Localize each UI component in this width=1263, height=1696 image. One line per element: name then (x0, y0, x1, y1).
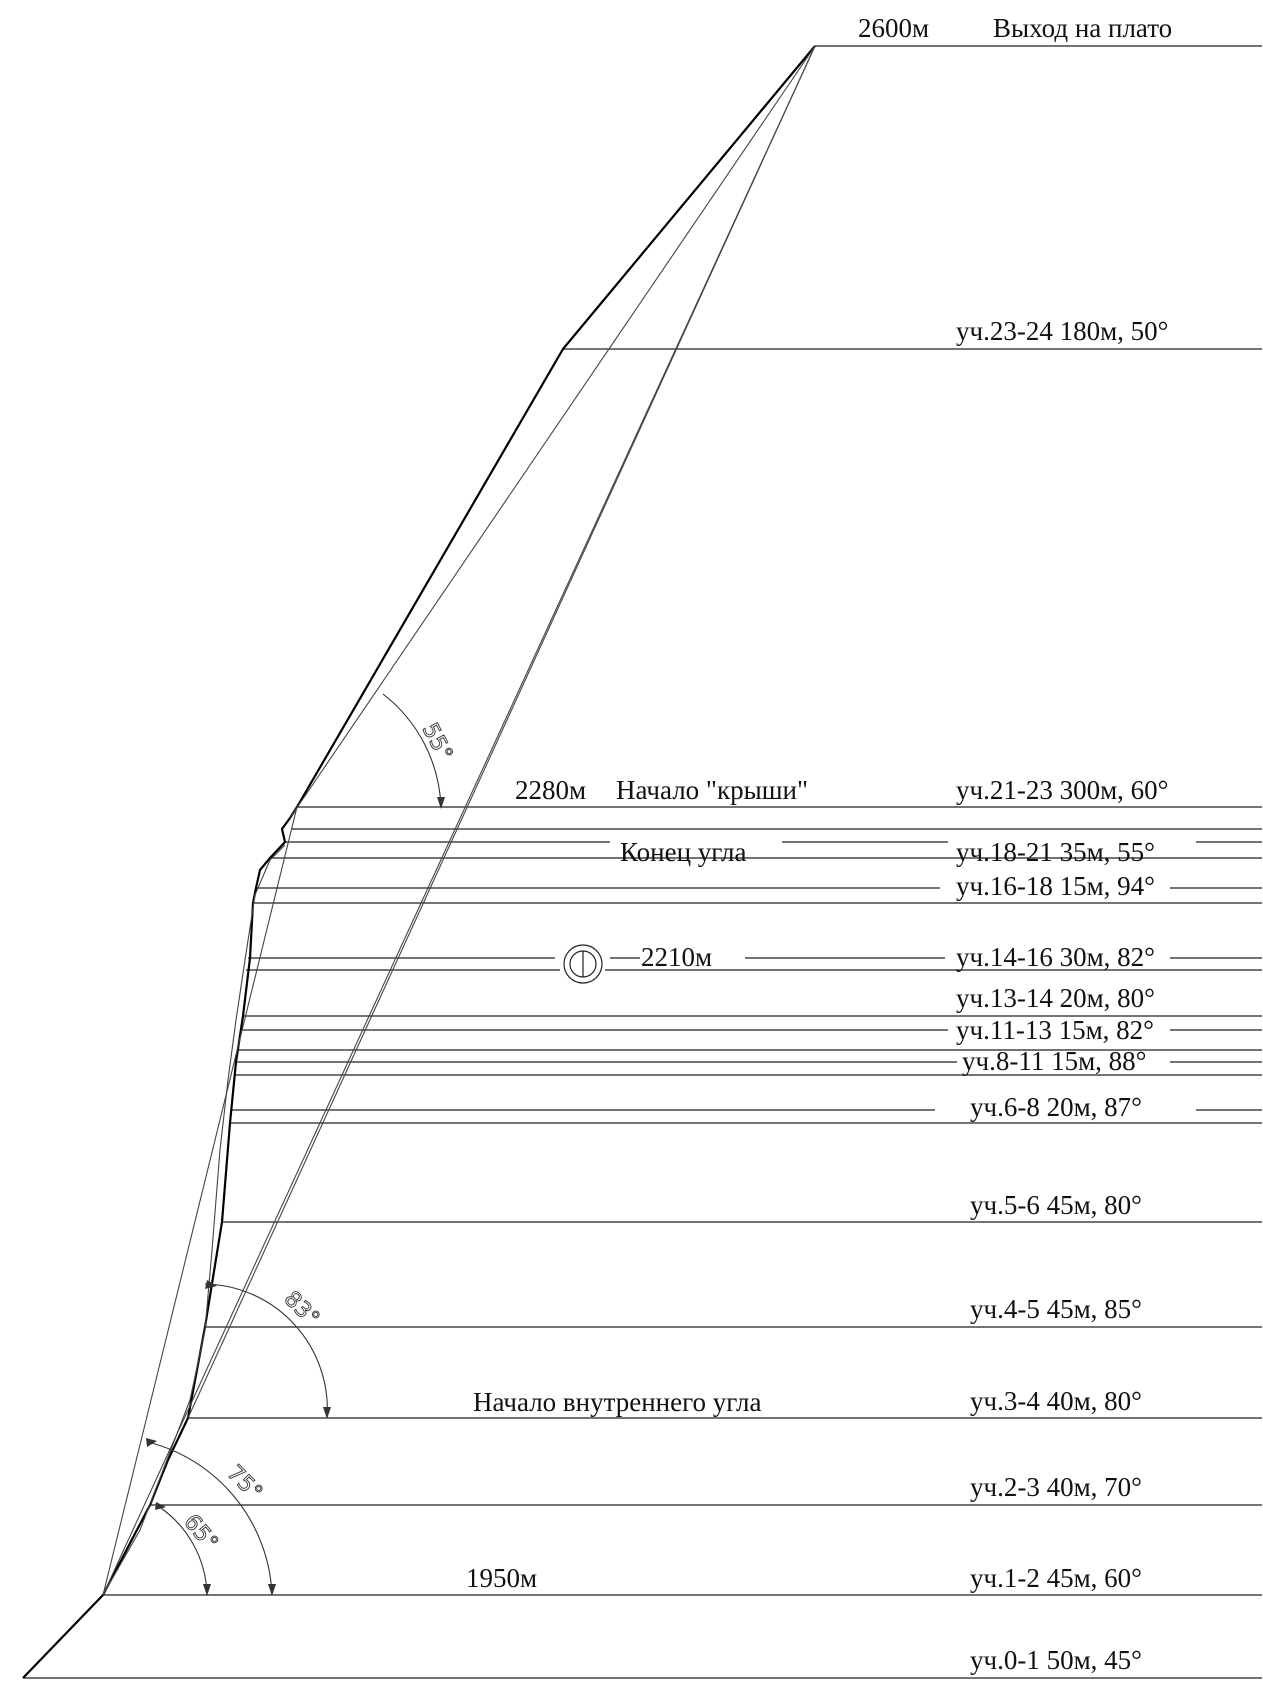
angle-arrow-83-top (205, 1280, 217, 1289)
base-altitude: 1950м (466, 1563, 537, 1593)
angle-arrow-55 (437, 797, 445, 809)
wall-profile-inner-line (102, 844, 286, 1596)
section-label-4-5: уч.4-5 45м, 85° (970, 1294, 1142, 1324)
angle-label-55: 55° (417, 719, 457, 765)
section-label-8-11: уч.8-11 15м, 88° (962, 1046, 1146, 1076)
summit-caption: Выход на плато (993, 13, 1172, 43)
bivouac-altitude: 2210м (641, 942, 712, 972)
section-label-14-16: уч.14-16 30м, 82° (956, 942, 1155, 972)
section-label-2-3: уч.2-3 40м, 70° (970, 1472, 1142, 1502)
summit-altitude: 2600м (858, 13, 929, 43)
angle-arrow-65-top (155, 1502, 166, 1510)
angle-arrow-83-bottom (323, 1407, 331, 1419)
angle-arc-55 (382, 693, 442, 808)
wall-profile-line (22, 45, 816, 1679)
section-label-3-4: уч.3-4 40м, 80° (970, 1386, 1142, 1416)
angle-label-83: 83° (279, 1287, 324, 1332)
section-label-11-13: уч.11-13 15м, 82° (956, 1015, 1154, 1045)
angle-label-75: 75° (222, 1461, 267, 1506)
angle-arc-65 (157, 1505, 208, 1596)
angle-arrow-65-bottom (203, 1584, 211, 1596)
guide-line-base-to-roof (102, 806, 298, 1596)
angle-arcs (146, 693, 445, 1596)
guide-line-roof-to-summit (289, 45, 816, 819)
bivouac-icon (563, 944, 603, 984)
guide-line-base-to-summit-a (102, 45, 816, 1596)
corner-end-caption: Конец угла (620, 837, 746, 867)
angle-arrow-75-bottom (268, 1584, 276, 1596)
angle-arc-75 (147, 1441, 273, 1596)
section-label-23-24: уч.23-24 180м, 50° (956, 316, 1168, 346)
section-label-18-21: уч.18-21 35м, 55° (956, 837, 1155, 867)
section-label-5-6: уч.5-6 45м, 80° (970, 1190, 1142, 1220)
section-label-13-14: уч.13-14 20м, 80° (956, 983, 1155, 1013)
guide-line-base-to-summit-b (187, 45, 816, 1419)
roof-caption: Начало "крыши" (616, 775, 808, 805)
section-label-16-18: уч.16-18 15м, 94° (956, 871, 1155, 901)
guide-lines (102, 45, 816, 1596)
angle-arc-83 (204, 1283, 328, 1419)
section-label-21-23: уч.21-23 300м, 60° (956, 775, 1168, 805)
roof-altitude: 2280м (515, 775, 586, 805)
section-labels: уч.23-24 180м, 50° уч.21-23 300м, 60° уч… (956, 316, 1168, 1675)
section-label-0-1: уч.0-1 50м, 45° (970, 1645, 1142, 1675)
section-label-6-8: уч.6-8 20м, 87° (970, 1092, 1142, 1122)
section-label-1-2: уч.1-2 45м, 60° (970, 1563, 1142, 1593)
inner-corner-start-caption: Начало внутреннего угла (473, 1387, 761, 1417)
angle-label-65: 65° (178, 1510, 222, 1556)
angle-arrow-75-top (146, 1438, 157, 1447)
